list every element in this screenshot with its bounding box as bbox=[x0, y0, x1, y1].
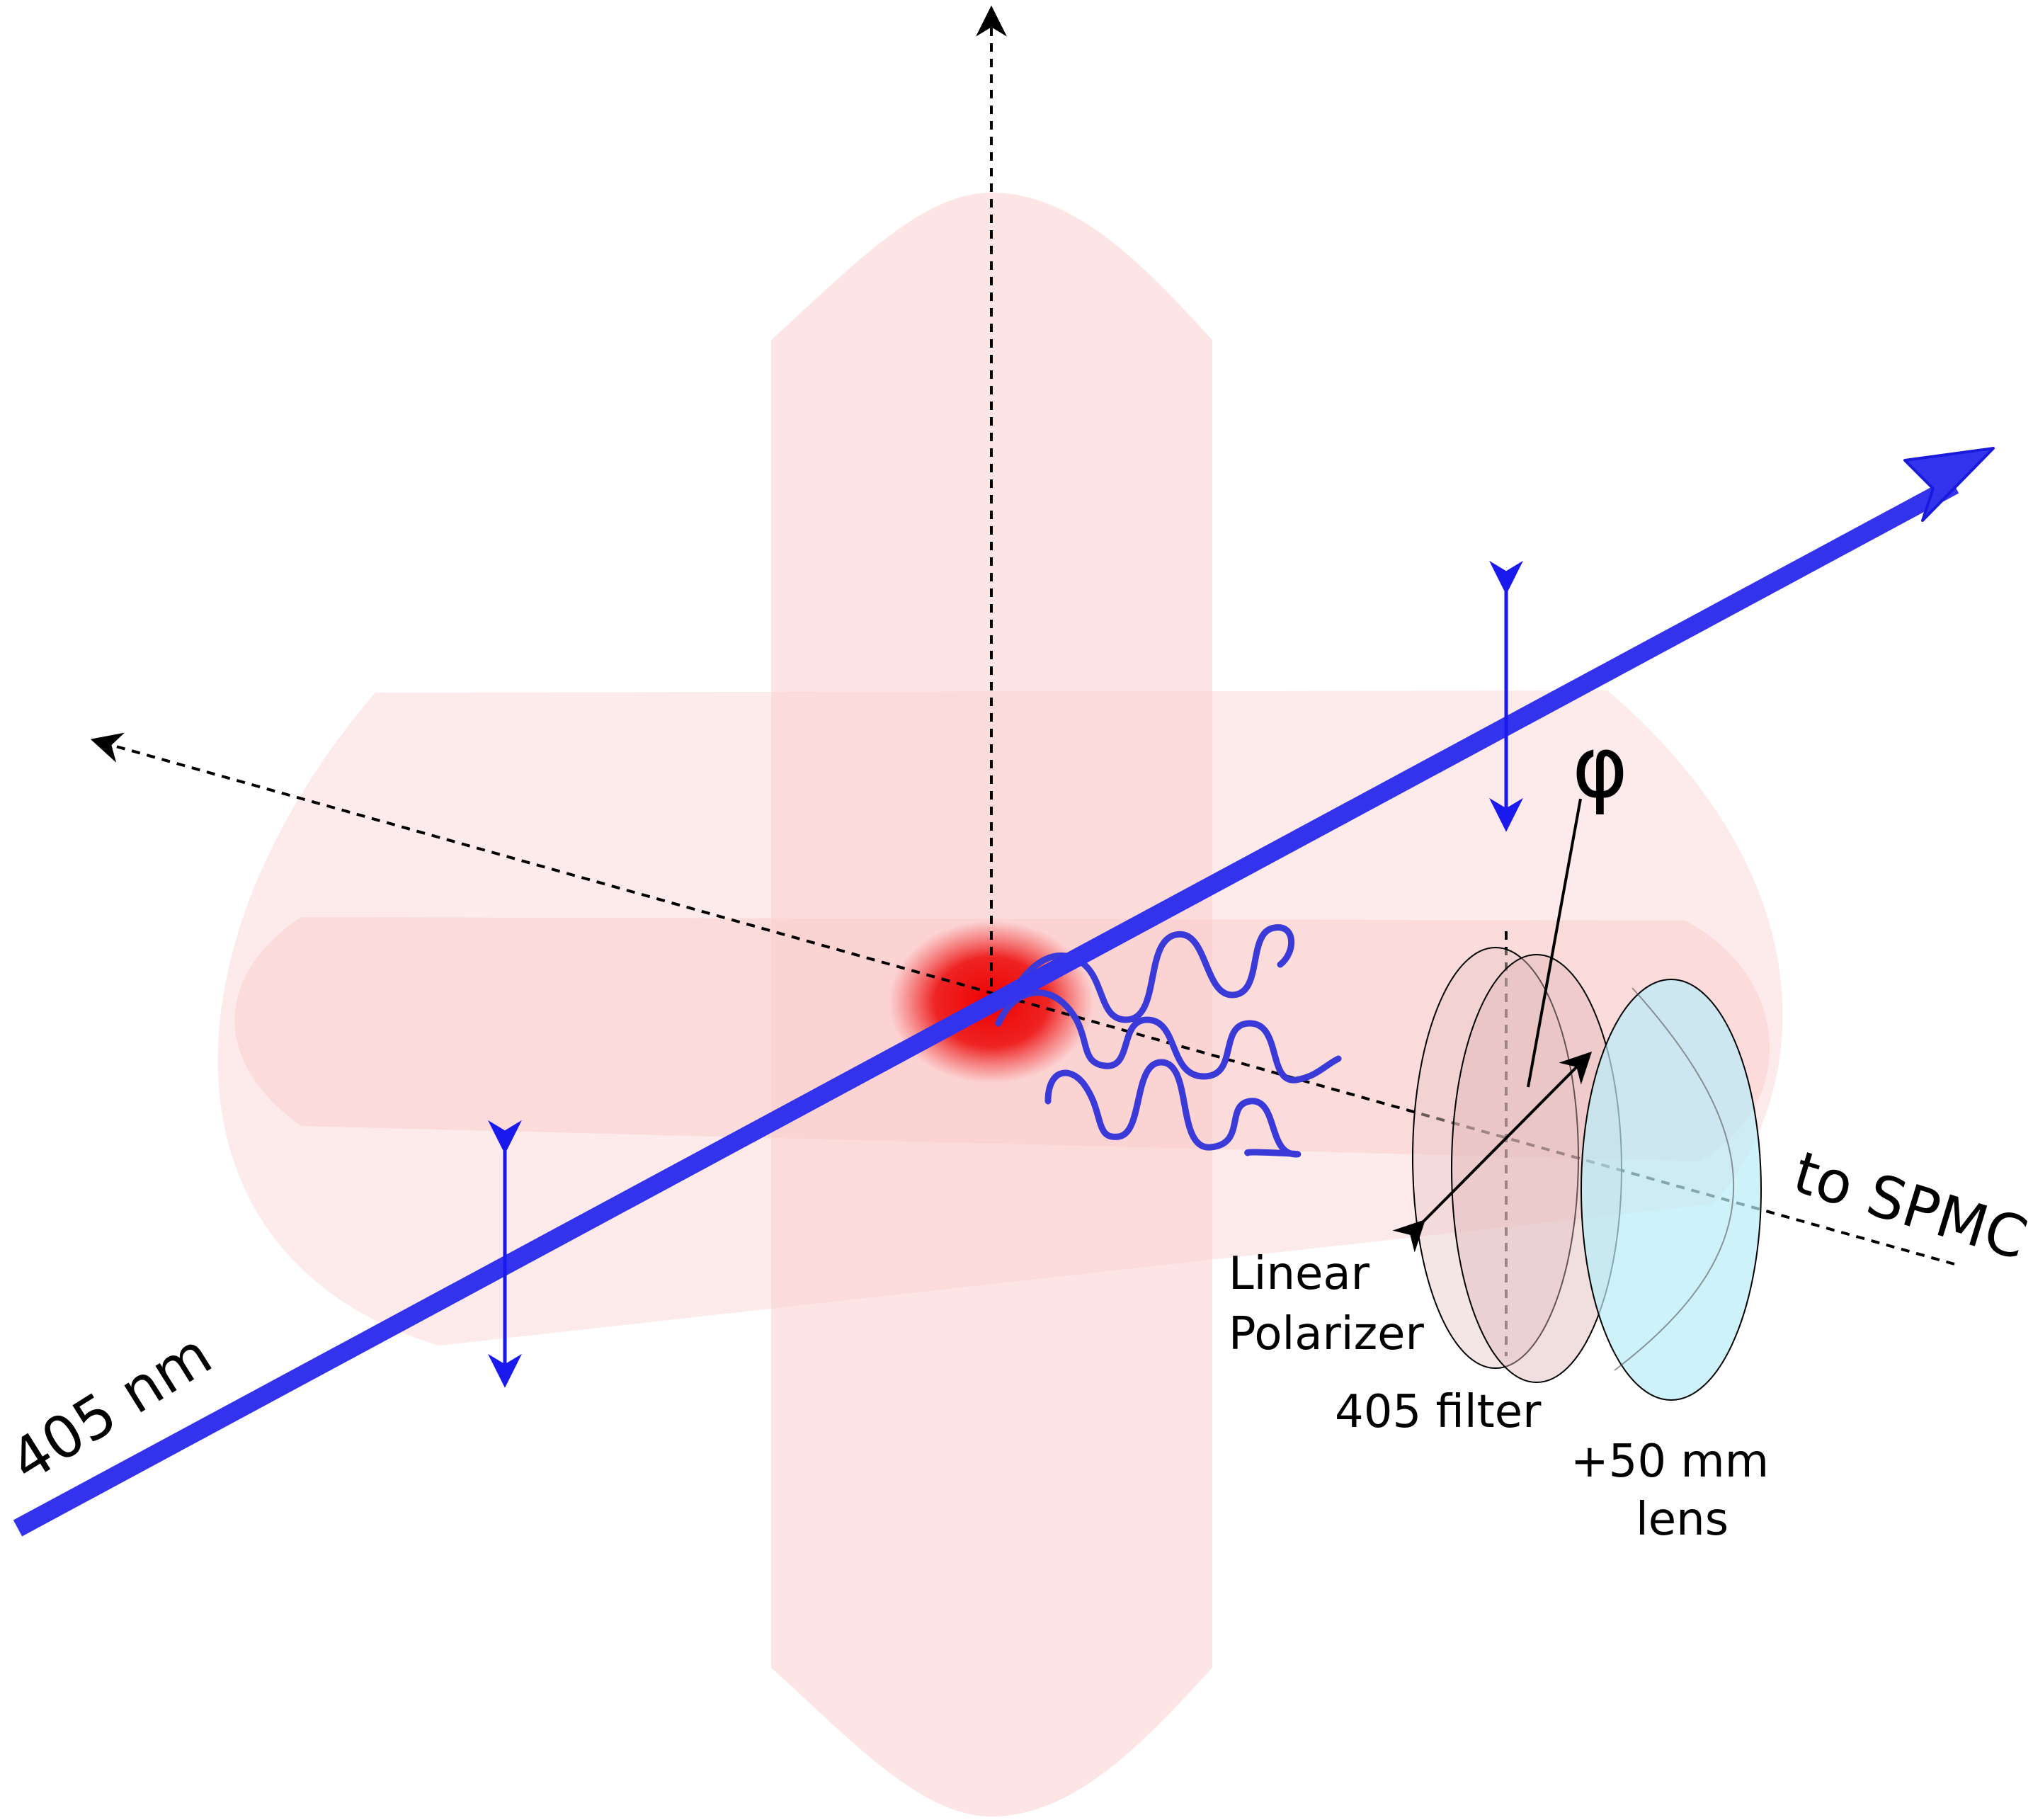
polarizer-label-line1: Linear bbox=[1229, 1248, 1370, 1300]
phi-label: φ bbox=[1572, 719, 1628, 817]
probe-beam-line bbox=[13, 477, 1959, 1537]
collection-axis bbox=[90, 732, 1955, 1266]
to-spmc-label: to SPMC bbox=[1786, 1139, 2033, 1273]
lens-label-line1: +50 mm bbox=[1571, 1435, 1769, 1488]
beam-polarization-arrows bbox=[488, 560, 1523, 1388]
polarization-angle-arrow bbox=[1392, 1051, 1593, 1253]
probe-beam bbox=[13, 447, 1995, 1537]
photon-wave-bottom bbox=[1044, 1059, 1302, 1158]
polarizer-label-line2: Polarizer bbox=[1229, 1308, 1425, 1360]
coordinate-axes bbox=[90, 5, 1955, 1356]
photon-wave-middle bbox=[995, 989, 1342, 1084]
lens-curve bbox=[1614, 987, 1734, 1371]
lens-label-line2: lens bbox=[1636, 1494, 1729, 1546]
phi-leader-line bbox=[1527, 798, 1582, 1088]
probe-beam-arrowhead bbox=[1903, 447, 1995, 522]
filter-label: 405 filter bbox=[1335, 1386, 1542, 1438]
collection-optics bbox=[1392, 798, 1762, 1401]
